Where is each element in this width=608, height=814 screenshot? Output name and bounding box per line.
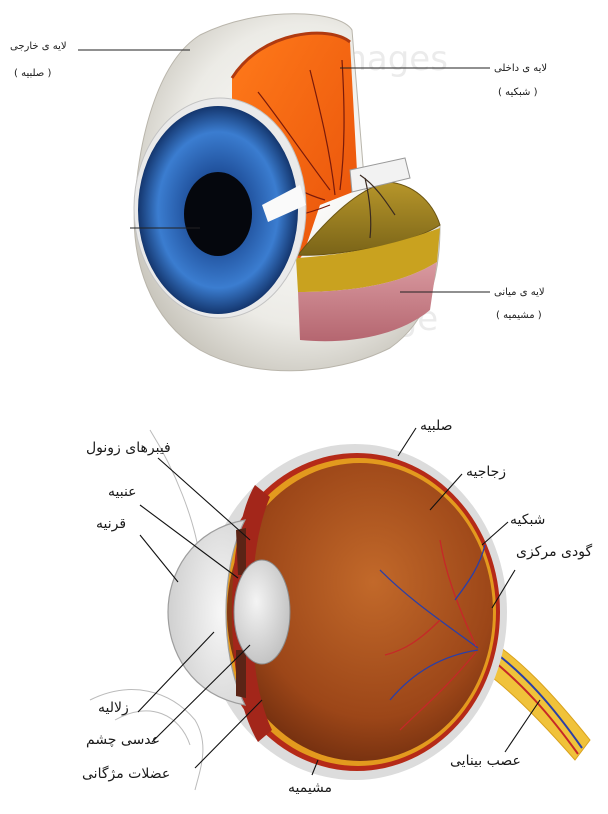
label-vitreous: زجاجیه	[466, 464, 506, 480]
pupil-top	[184, 172, 252, 256]
label-inner-layer-sub: ( شبکیه )	[498, 87, 538, 98]
label-fovea: گودی مرکزی	[516, 543, 592, 560]
label-retina: شبکیه	[510, 512, 545, 528]
label-zonular-fibers: فیبرهای زونول	[86, 440, 171, 456]
bottom-eye-diagram: صلبیه زجاجیه شبکیه گودی مرکزی فیبرهای زو…	[82, 418, 592, 796]
top-eye-diagram: medical-images images medical-image	[10, 14, 547, 371]
sclera-leader	[398, 428, 416, 456]
cornea-leader	[140, 535, 178, 582]
label-ciliary-muscles: عضلات مژگانی	[82, 765, 170, 782]
label-outer-layer-sub: ( صلبیه )	[14, 68, 51, 79]
label-middle-layer: لایه ی میانی	[494, 287, 545, 298]
label-iris: عنبیه	[108, 484, 137, 500]
label-optic-nerve: عصب بینایی	[450, 753, 521, 769]
lens	[234, 560, 290, 664]
label-middle-layer-sub: ( مشیمیه )	[496, 310, 542, 321]
optic-nerve-leader	[505, 700, 540, 752]
zonular-leader	[158, 458, 250, 540]
label-choroid: مشیمیه	[288, 780, 332, 796]
label-lens: عدسی چشم	[86, 732, 160, 748]
label-cornea: قرنیه	[96, 516, 126, 532]
label-inner-layer: لایه ی داخلی	[494, 63, 547, 74]
label-outer-layer: لایه ی خارجی	[10, 41, 67, 52]
label-sclera: صلبیه	[420, 418, 452, 434]
label-aqueous: زلالیه	[98, 700, 129, 716]
